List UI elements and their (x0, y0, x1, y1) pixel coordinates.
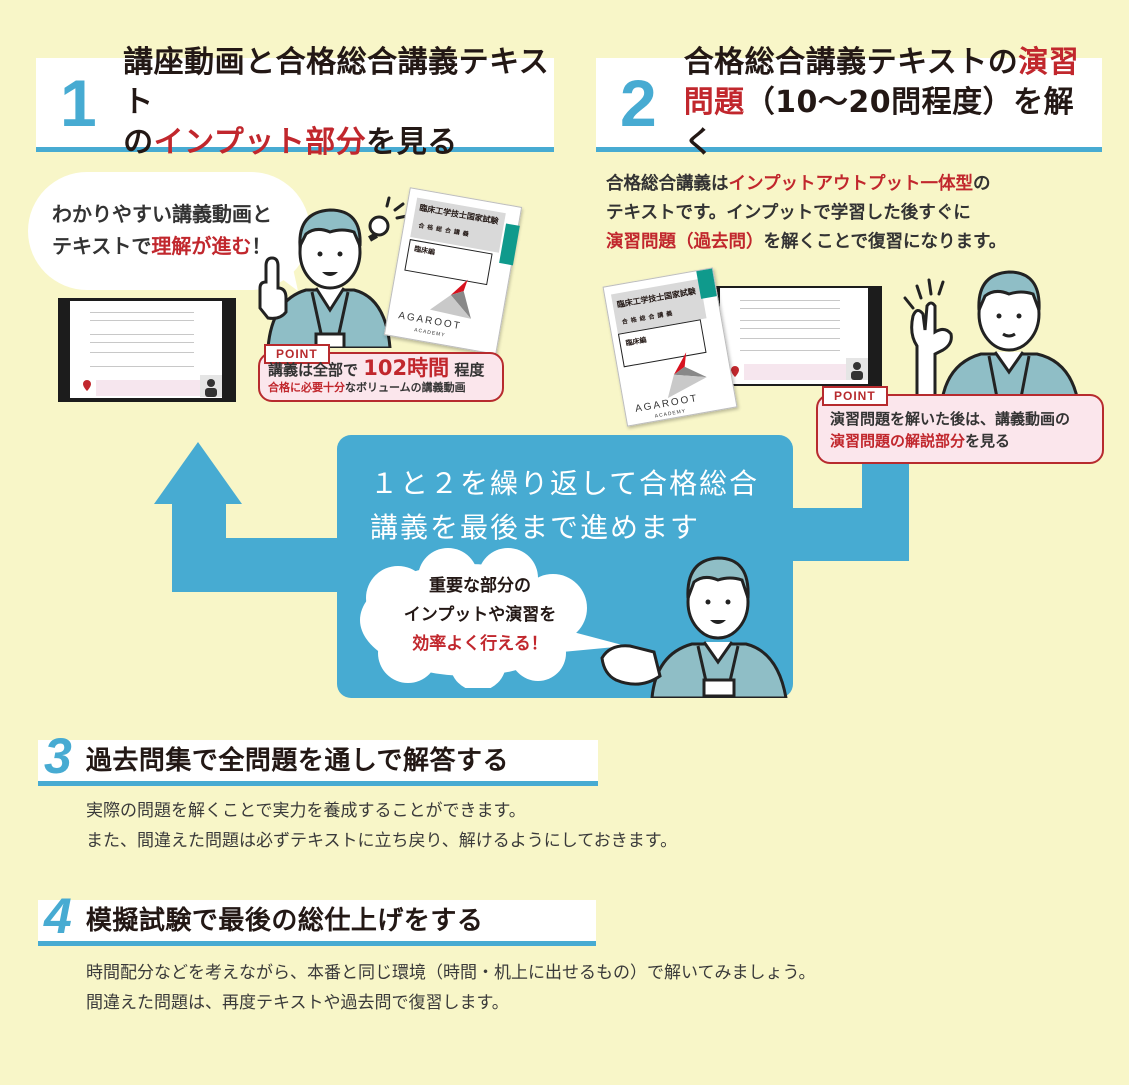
step2-number: 2 (620, 65, 657, 140)
step1-lecture-video-thumbnail (58, 298, 236, 402)
loop-arrow-up-left (154, 442, 350, 592)
step1-number: 1 (60, 65, 97, 140)
step3-number: 3 (44, 728, 72, 784)
step1-speech-bubble (28, 172, 310, 290)
loop-arrow-right-connector (780, 464, 909, 561)
step2-description: 合格総合講義はインプットアウトプット一体型の テキストです。インプットで学習した… (606, 174, 1007, 252)
step3-description: 実際の問題を解くことで実力を養成することができます。 また、間違えた問題は必ずテ… (86, 801, 678, 851)
step2-title-line1: 合格総合講義テキストの演習 (683, 44, 1080, 80)
step4-title: 模擬試験で最後の総仕上げをする (85, 906, 484, 936)
step2-title-line2: 問題（10～20問程度）を解く (683, 84, 1075, 160)
step1-title-highlight: インプット部分 (153, 124, 367, 160)
lecturer-icon (851, 362, 863, 380)
step2-lecture-video-thumbnail (710, 286, 882, 386)
step2-textbook-image: 臨床工学技士国家試験 合格総合講義 臨床編 AGAROOT ACADEMY (602, 267, 738, 427)
step1-point-tag: POINT (264, 344, 330, 364)
loop-cloud-text: 重要な部分の インプットや演習を 効率よく行える！ (403, 576, 557, 654)
lightbulb-icon (368, 196, 409, 242)
step4-number: 4 (44, 888, 72, 944)
step1-point-box (258, 352, 504, 402)
step3-header: 3 過去問集で全問題を通しで解答する (38, 731, 598, 786)
map-pin-icon (731, 366, 739, 377)
agaroot-triangle-logo (429, 279, 471, 319)
step4-description: 時間配分などを考えながら、本番と同じ環境（時間・机上に出せるもの）で解いてみまし… (86, 963, 816, 1013)
step1-textbook-image: 臨床工学技士国家試験 合格総合講義 臨床編 AGAROOT ACADEMY (383, 187, 523, 355)
instructor-gesturing-character (600, 556, 788, 698)
loop-title: １と２を繰り返して合格総合 講義を最後まで進めます (370, 467, 760, 544)
step1-bubble-text: わかりやすい講義動画と テキストで理解が進む！ (52, 202, 272, 258)
step1-header: 1 講座動画と合格総合講義テキスト のインプット部分を見る (36, 45, 554, 160)
step1-point-text: 講義は全部で 102時間 程度 合格に必要十分なボリュームの講義動画 (268, 356, 485, 395)
lecturer-icon (205, 379, 217, 397)
agaroot-triangle-logo (667, 352, 707, 399)
step1-title-line1: 講座動画と合格総合講義テキスト (123, 44, 550, 120)
step1-title: 講座動画と合格総合講義テキスト のインプット部分を見る (123, 43, 554, 163)
step3-title: 過去問集で全問題を通しで解答する (85, 746, 510, 776)
instructor-pointing-character (258, 208, 392, 348)
step2-point-tag: POINT (822, 386, 888, 406)
instructor-ok-hand-character (903, 270, 1081, 408)
map-pin-icon (83, 380, 91, 391)
loop-cloud-bubble (360, 548, 626, 688)
step4-header: 4 模擬試験で最後の総仕上げをする (38, 891, 596, 946)
step2-header: 2 合格総合講義テキストの演習 問題（10～20問程度）を解く (596, 45, 1102, 160)
step2-point-text: 演習問題を解いた後は、講義動画の 演習問題の解説部分を見る (830, 410, 1071, 450)
step2-title: 合格総合講義テキストの演習 問題（10～20問程度）を解く (684, 43, 1102, 163)
step1-title-line2: のインプット部分を見る (123, 124, 458, 160)
